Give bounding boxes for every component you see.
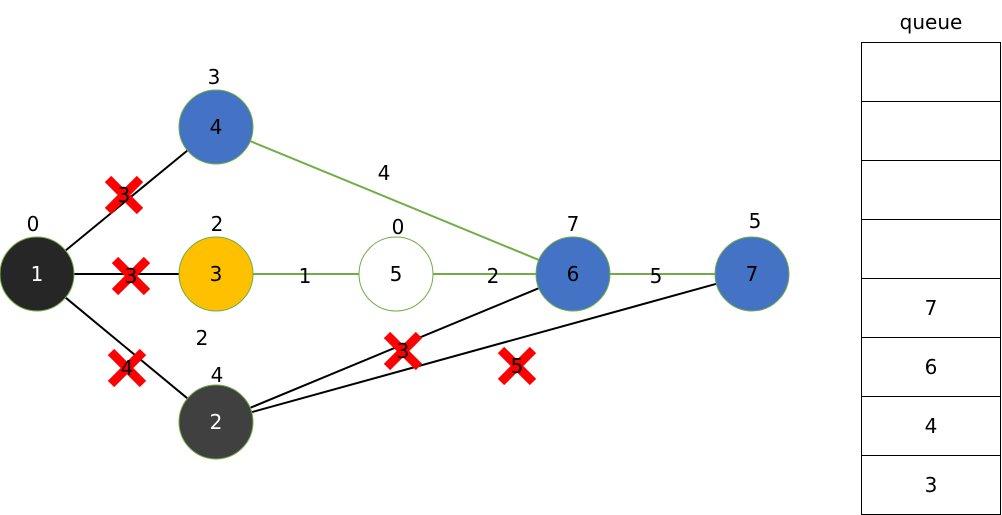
node-3: [178, 236, 254, 312]
edge-weight-label: 3: [125, 264, 138, 288]
queue-cell: [862, 220, 1000, 279]
node-distance-label: 7: [567, 212, 580, 236]
node-1: [0, 236, 75, 312]
cross-mark-icon: [104, 175, 144, 215]
edge-weight-label: 2: [487, 264, 500, 288]
edge-weight-label: 4: [378, 161, 391, 185]
node-distance-label: 4: [211, 363, 224, 387]
edge-weight-label: 1: [299, 264, 312, 288]
edge-weight-label: 5: [650, 264, 663, 288]
node-distance-label: 0: [392, 215, 405, 239]
queue-cell: 7: [862, 279, 1000, 338]
node-2: [178, 384, 254, 460]
node-4: [178, 89, 254, 165]
edge-weight-label: 5: [511, 354, 524, 378]
edge-2-7: [251, 282, 717, 414]
node-distance-label: 0: [27, 212, 40, 236]
queue-box: 7 6 4 3: [861, 42, 1001, 515]
node-label: 6: [567, 262, 580, 286]
node-label: 7: [746, 262, 759, 286]
queue-cell: [862, 161, 1000, 220]
node-6: [535, 236, 611, 312]
node-7: [714, 236, 790, 312]
edge-weight-label: 3: [397, 339, 410, 363]
queue-cell: 6: [862, 338, 1000, 397]
queue-cell: [862, 43, 1000, 102]
cross-mark-icon: [107, 348, 147, 388]
queue-title: queue: [899, 10, 963, 34]
node-label: 4: [210, 115, 223, 139]
cross-mark-icon: [497, 346, 537, 386]
annotation-label: 2: [196, 326, 209, 350]
node-label: 3: [210, 262, 223, 286]
node-distance-label: 5: [749, 209, 762, 233]
edge-weight-label: 4: [121, 356, 134, 380]
node-distance-label: 3: [208, 65, 221, 89]
queue-cell: [862, 102, 1000, 161]
queue-cell: 3: [924, 473, 938, 497]
edge-4-6: [249, 140, 540, 261]
cross-mark-icon: [111, 256, 151, 296]
node-label: 2: [210, 410, 223, 434]
node-label: 5: [390, 262, 403, 286]
queue-cell: 4: [862, 397, 1000, 456]
edge-1-2: [64, 296, 189, 400]
node-5: [358, 236, 434, 312]
node-label: 1: [31, 262, 44, 286]
edge-weight-label: 3: [118, 183, 131, 207]
node-distance-label: 2: [211, 212, 224, 236]
cross-mark-icon: [383, 331, 423, 371]
